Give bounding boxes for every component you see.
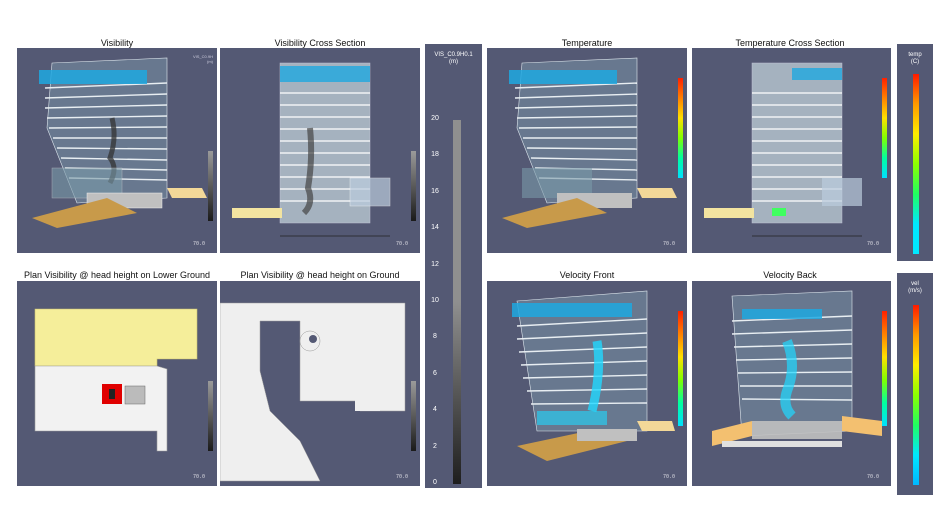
panel-title-velocity-back: Velocity Back: [763, 270, 817, 280]
velocity-colorbar: vel(m/s): [897, 273, 933, 495]
visibility-3d-view[interactable]: VIS_C0.9H(m) 70.0: [17, 48, 217, 253]
time-label: 70.0: [395, 241, 408, 247]
temperature-3d-view[interactable]: 70.0: [487, 48, 687, 253]
velocity-front-view[interactable]: 70.0: [487, 281, 687, 486]
mini-colorbar: [882, 311, 887, 426]
visibility-tick-label: 18: [431, 151, 439, 159]
visibility-tick-label: 12: [431, 260, 439, 268]
mini-colorbar: [208, 381, 213, 451]
panel-title-temperature-cross: Temperature Cross Section: [735, 38, 845, 48]
time-label: 70.0: [866, 474, 879, 480]
mini-colorbar: [882, 78, 887, 178]
visibility-tick-label: 2: [433, 442, 437, 450]
mini-colorbar: [411, 151, 416, 221]
mini-colorbar: [411, 381, 416, 451]
panel-title-temperature: Temperature: [561, 38, 613, 48]
visibility-tick-label: 20: [431, 115, 439, 122]
temperature-scale-title: temp(C): [908, 52, 922, 65]
panel-title-plan-lower: Plan Visibility @ head height on Lower G…: [23, 270, 211, 280]
plan-lower-render: [34, 308, 198, 452]
building-render: [502, 57, 677, 228]
visibility-tick-label: 4: [433, 406, 437, 414]
plan-lower-ground-view[interactable]: 70.0: [17, 281, 217, 486]
time-label: 70.0: [192, 474, 205, 480]
building-render: [512, 290, 675, 461]
time-label: 70.0: [192, 241, 205, 247]
visibility-scale-title: VIS_C0.9H0.1(m): [434, 52, 473, 65]
building-render: [32, 57, 207, 228]
velocity-back-view[interactable]: 70.0: [692, 281, 891, 486]
panel-title-visibility-cross: Visibility Cross Section: [274, 38, 366, 48]
time-label: 70.0: [662, 474, 675, 480]
panel-title-velocity-front: Velocity Front: [559, 270, 615, 280]
plan-ground-view[interactable]: 70.0: [220, 281, 420, 486]
visibility-tick-label: 10: [431, 297, 439, 304]
panel-title-visibility: Visibility: [100, 38, 134, 48]
cross-section-render: [704, 62, 862, 237]
time-label: 70.0: [662, 241, 675, 247]
mini-colorbar: [678, 311, 683, 426]
visibility-tick-label: 0: [433, 479, 437, 486]
visibility-tick-label: 8: [433, 333, 437, 341]
temperature-gradient: [913, 74, 919, 254]
visibility-cross-section-view[interactable]: 70.0: [220, 48, 420, 253]
temperature-colorbar: temp(C): [897, 44, 933, 261]
time-label: 70.0: [866, 241, 879, 247]
visibility-gradient: [453, 120, 461, 484]
temperature-cross-section-view[interactable]: 70.0: [692, 48, 891, 253]
visibility-tick-label: 14: [431, 224, 439, 232]
mini-colorbar: [678, 78, 683, 178]
legend-label: VIS_C0.9H(m): [192, 54, 213, 64]
cross-section-render: [232, 62, 391, 237]
mini-colorbar: [208, 151, 213, 221]
panel-title-plan-ground: Plan Visibility @ head height on Ground: [240, 270, 400, 280]
visibility-tick-label: 16: [431, 187, 439, 195]
velocity-scale-title: vel(m/s): [908, 281, 922, 294]
velocity-gradient: [913, 305, 919, 485]
plan-ground-render: [220, 302, 406, 482]
building-render: [712, 290, 882, 447]
time-label: 70.0: [395, 474, 408, 480]
visibility-tick-label: 6: [433, 369, 437, 377]
